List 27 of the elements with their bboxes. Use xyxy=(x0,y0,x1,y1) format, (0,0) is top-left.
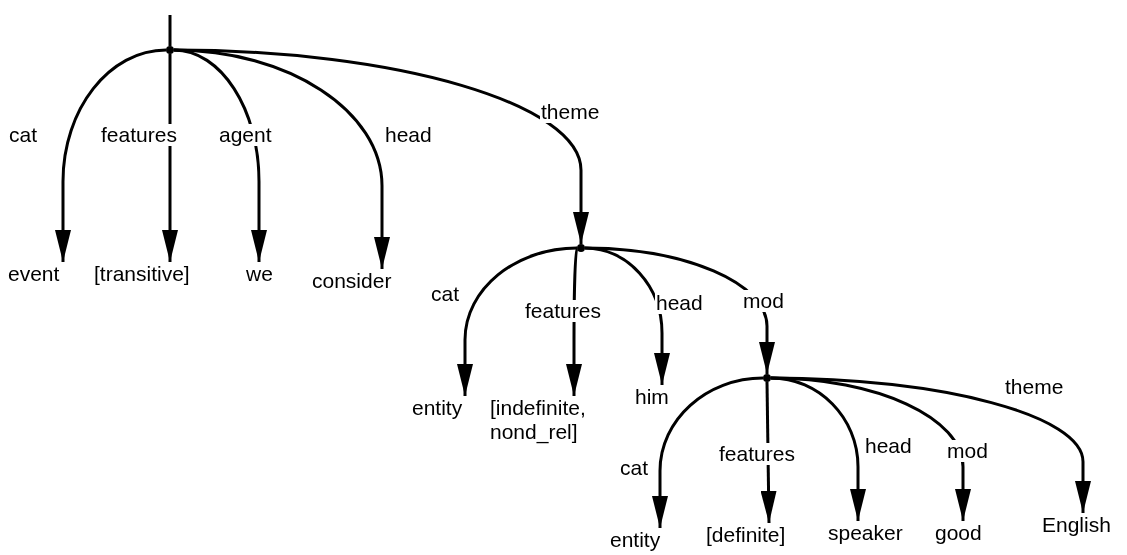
node-label: [indefinite, nond_rel] xyxy=(490,396,587,444)
edge-label: features xyxy=(718,443,796,465)
node-label: we xyxy=(246,262,274,286)
edge-label: agent xyxy=(218,124,273,146)
node-label: him xyxy=(635,385,670,409)
edge-label: features xyxy=(524,300,602,322)
edge-label: features xyxy=(100,124,178,146)
arrow xyxy=(457,246,578,396)
arrow xyxy=(770,376,1091,513)
edge-label: mod xyxy=(946,440,989,462)
edge-label: theme xyxy=(540,101,601,123)
arrow xyxy=(652,376,764,528)
node-label: [transitive] xyxy=(94,262,191,286)
node-label: good xyxy=(935,521,983,545)
arrow xyxy=(584,246,775,374)
arrow xyxy=(162,54,178,262)
arrow xyxy=(55,48,167,262)
arrow xyxy=(173,48,589,244)
node-label: [definite] xyxy=(706,523,787,547)
edge-label: mod xyxy=(742,290,785,312)
node-label: consider xyxy=(312,269,393,293)
node-label: English xyxy=(1042,513,1112,537)
node-label: entity xyxy=(610,528,662,552)
edge-label: head xyxy=(655,292,704,314)
node-label: entity xyxy=(412,396,464,420)
node-label: event xyxy=(8,262,61,286)
node-label: speaker xyxy=(828,521,904,545)
